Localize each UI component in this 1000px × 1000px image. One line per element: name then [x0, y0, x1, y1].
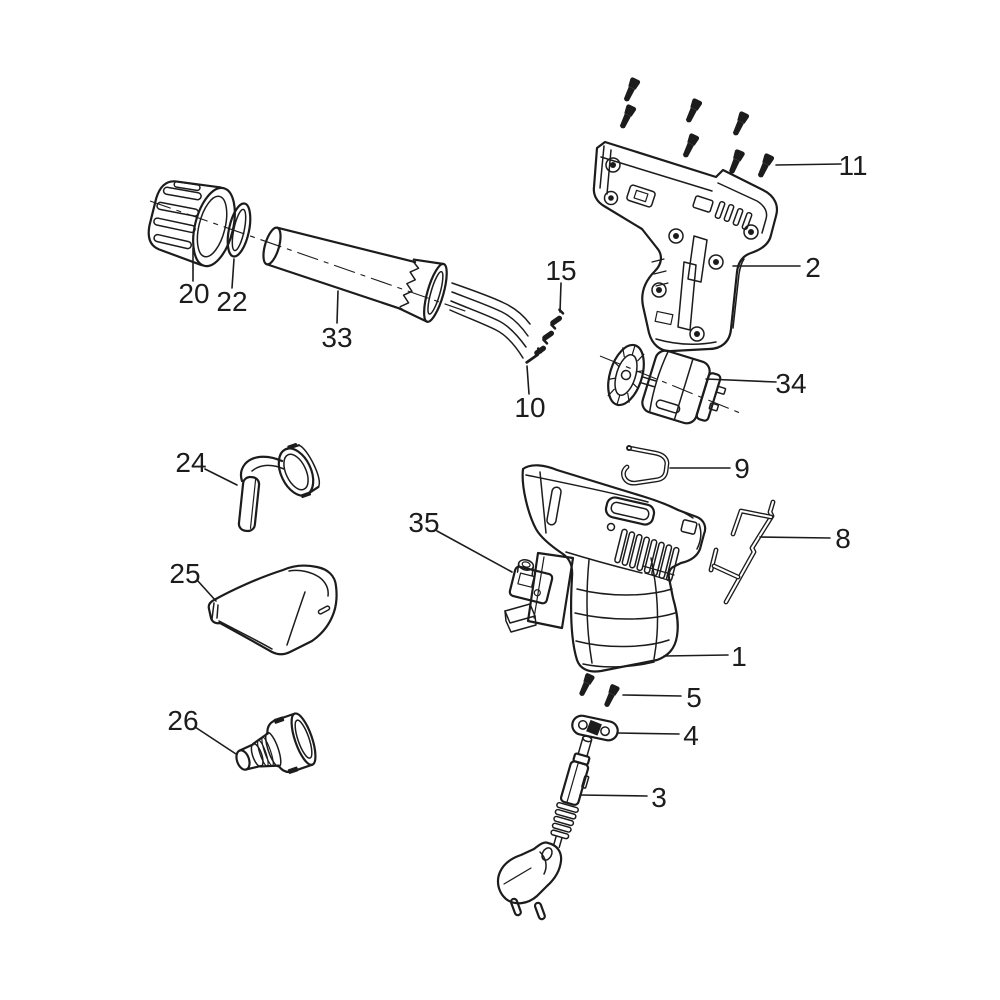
leader-lines	[192, 163, 842, 797]
part-label-2: 2	[805, 252, 821, 283]
leader-5	[622, 694, 682, 697]
part-4-cord-clamp	[571, 714, 619, 742]
part-label-24: 24	[175, 447, 206, 478]
part-label-15: 15	[545, 255, 576, 286]
part-label-35: 35	[408, 507, 439, 538]
part-label-5: 5	[686, 682, 702, 713]
leader-15	[559, 282, 562, 313]
leader-11	[775, 163, 842, 166]
leader-24	[204, 468, 238, 486]
part-label-1: 1	[731, 641, 747, 672]
part-15-screws	[529, 307, 567, 357]
part-label-20: 20	[178, 278, 209, 309]
leader-8	[759, 536, 831, 539]
part-10-pin	[525, 347, 543, 364]
leader-25	[196, 579, 217, 602]
leader-22	[231, 258, 235, 289]
leader-33	[336, 290, 339, 324]
leader-26	[194, 726, 237, 755]
leader-34	[705, 378, 777, 383]
leader-3	[579, 794, 648, 797]
part-25-flat-nozzle	[207, 564, 338, 656]
part-26-reduction-nozzle	[235, 712, 317, 774]
part-label-10: 10	[514, 392, 545, 423]
part-5-screws	[576, 672, 621, 709]
centerline-nozzle-axis	[149, 200, 469, 313]
part-label-4: 4	[683, 720, 699, 751]
part-3-power-cord	[496, 735, 593, 921]
part-label-3: 3	[651, 782, 667, 813]
part-labels: 11 2 15 10 34 9 8 35 1 5 4 3 20 22 33 24…	[167, 150, 867, 813]
leader-35	[436, 530, 513, 573]
leader-10	[526, 365, 530, 395]
part-label-8: 8	[835, 523, 851, 554]
part-9-wire-clip	[621, 445, 670, 486]
part-11-screws	[616, 76, 775, 180]
part-35-switch	[504, 551, 575, 633]
part-33-heating-element	[262, 226, 531, 359]
part-1-housing-left	[521, 464, 707, 673]
part-label-25: 25	[169, 558, 200, 589]
part-24-deflector-nozzle	[237, 443, 321, 533]
part-2-housing-right	[592, 140, 779, 353]
part-20-slotted-cap	[147, 180, 236, 268]
part-22-o-ring	[226, 202, 252, 258]
part-8-wire-stand	[708, 499, 776, 605]
part-label-11: 11	[838, 150, 867, 181]
leader-4	[616, 732, 680, 735]
part-label-22: 22	[216, 286, 247, 317]
part-34-motor	[607, 343, 727, 425]
part-label-9: 9	[734, 453, 750, 484]
leader-1	[663, 654, 729, 657]
part-label-34: 34	[775, 368, 806, 399]
part-label-26: 26	[167, 705, 198, 736]
part-label-33: 33	[321, 322, 352, 353]
centerline-motor-axis	[599, 355, 741, 414]
